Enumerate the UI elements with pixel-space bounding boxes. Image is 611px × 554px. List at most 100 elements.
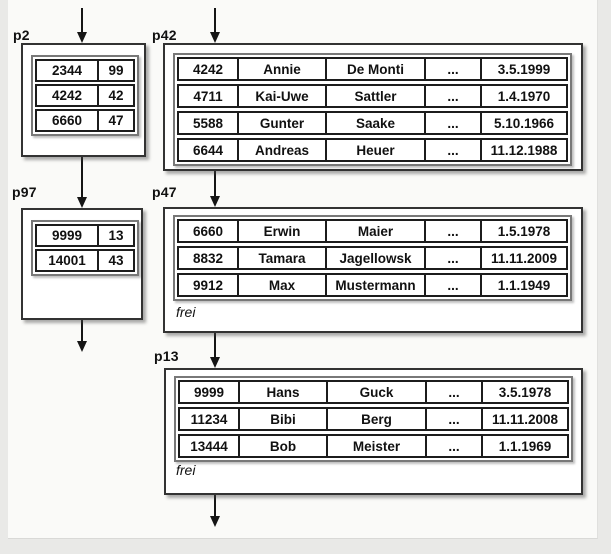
page-box-p13: 9999 Hans Guck ... 3.5.1978 11234 Bibi B… (164, 368, 583, 495)
data-table-p42: 4242 Annie De Monti ... 3.5.1999 4711 Ka… (173, 53, 572, 166)
table-cell: 4711 (179, 86, 237, 106)
table-row: 8832 Tamara Jagellowsk ... 11.11.2009 (177, 246, 568, 270)
arrow-head-icon (210, 357, 220, 368)
table-cell: 8832 (179, 248, 237, 268)
table-cell: 99 (97, 61, 133, 80)
table-cell: Meister (326, 436, 425, 456)
table-cell: 9912 (179, 275, 237, 295)
table-cell: 6660 (179, 221, 237, 241)
table-cell: Max (237, 275, 325, 295)
table-cell: 9999 (180, 382, 238, 402)
table-cell: ... (424, 140, 480, 160)
table-cell: 5588 (179, 113, 237, 133)
table-cell: 11234 (180, 409, 238, 429)
table-cell: 9999 (37, 226, 97, 245)
table-cell: Heuer (325, 140, 424, 160)
page-box-p2: 2344 99 4242 42 6660 47 (21, 43, 146, 157)
table-cell: Maier (325, 221, 424, 241)
arrow-head-icon (77, 32, 87, 43)
table-cell: 11.11.2008 (481, 409, 567, 429)
table-cell: Andreas (237, 140, 325, 160)
table-cell: 13444 (180, 436, 238, 456)
table-cell: ... (425, 436, 481, 456)
table-cell: 6644 (179, 140, 237, 160)
table-cell: Jagellowsk (325, 248, 424, 268)
table-row: 5588 Gunter Saake ... 5.10.1966 (177, 111, 568, 135)
table-row: 9999 Hans Guck ... 3.5.1978 (178, 380, 569, 404)
table-cell: 47 (97, 111, 133, 130)
table-cell: ... (425, 382, 481, 402)
page-box-p47: 6660 Erwin Maier ... 1.5.1978 8832 Tamar… (163, 207, 583, 333)
table-cell: Mustermann (325, 275, 424, 295)
table-cell: 1.4.1970 (480, 86, 566, 106)
table-cell: ... (424, 221, 480, 241)
arrow-head-icon (77, 341, 87, 352)
table-cell: Guck (326, 382, 425, 402)
arrow-head-icon (210, 516, 220, 527)
table-cell: ... (424, 59, 480, 79)
table-cell: Tamara (237, 248, 325, 268)
arrow-line (214, 495, 216, 517)
table-row: 4711 Kai-Uwe Sattler ... 1.4.1970 (177, 84, 568, 108)
free-space-label: frei (176, 304, 196, 320)
arrow-head-icon (210, 196, 220, 207)
table-cell: ... (424, 113, 480, 133)
table-cell: ... (424, 248, 480, 268)
table-cell: 43 (97, 251, 133, 270)
table-cell: 4242 (37, 86, 97, 105)
page-label-p2: p2 (13, 27, 30, 43)
table-row: 6644 Andreas Heuer ... 11.12.1988 (177, 138, 568, 162)
arrow-head-icon (77, 197, 87, 208)
table-cell: Sattler (325, 86, 424, 106)
table-row: 4242 Annie De Monti ... 3.5.1999 (177, 57, 568, 81)
table-cell: 42 (97, 86, 133, 105)
table-cell: ... (424, 86, 480, 106)
arrow-head-icon (210, 32, 220, 43)
table-cell: Kai-Uwe (237, 86, 325, 106)
table-row: 6660 47 (35, 109, 135, 132)
page-label-p47: p47 (152, 184, 177, 200)
table-row: 11234 Bibi Berg ... 11.11.2008 (178, 407, 569, 431)
table-cell: Annie (237, 59, 325, 79)
table-cell: 3.5.1999 (480, 59, 566, 79)
arrow-line (81, 8, 83, 33)
table-cell: ... (425, 409, 481, 429)
table-cell: Erwin (237, 221, 325, 241)
page-label-p13: p13 (154, 348, 179, 364)
table-row: 6660 Erwin Maier ... 1.5.1978 (177, 219, 568, 243)
index-table-p2: 2344 99 4242 42 6660 47 (31, 55, 139, 136)
page-label-p97: p97 (12, 184, 37, 200)
table-cell: Gunter (237, 113, 325, 133)
table-cell: Bob (238, 436, 326, 456)
table-cell: 1.1.1969 (481, 436, 567, 456)
table-row: 14001 43 (35, 249, 135, 272)
table-row: 4242 42 (35, 84, 135, 107)
arrow-line (81, 320, 83, 342)
table-cell: 4242 (179, 59, 237, 79)
data-table-p47: 6660 Erwin Maier ... 1.5.1978 8832 Tamar… (173, 215, 572, 301)
table-cell: 3.5.1978 (481, 382, 567, 402)
index-table-p97: 9999 13 14001 43 (31, 220, 139, 276)
data-table-p13: 9999 Hans Guck ... 3.5.1978 11234 Bibi B… (174, 376, 573, 462)
table-cell: 6660 (37, 111, 97, 130)
table-cell: Saake (325, 113, 424, 133)
table-cell: 1.1.1949 (480, 275, 566, 295)
table-cell: 13 (97, 226, 133, 245)
arrow-line (81, 157, 83, 197)
table-row: 13444 Bob Meister ... 1.1.1969 (178, 434, 569, 458)
table-cell: 11.12.1988 (480, 140, 566, 160)
table-row: 9999 13 (35, 224, 135, 247)
table-cell: Berg (326, 409, 425, 429)
table-row: 9912 Max Mustermann ... 1.1.1949 (177, 273, 568, 297)
arrow-line (214, 170, 216, 197)
arrow-line (214, 333, 216, 358)
table-cell: Hans (238, 382, 326, 402)
table-cell: Bibi (238, 409, 326, 429)
table-row: 2344 99 (35, 59, 135, 82)
table-cell: 2344 (37, 61, 97, 80)
table-cell: 14001 (37, 251, 97, 270)
page-box-p97: 9999 13 14001 43 (21, 208, 143, 320)
table-cell: De Monti (325, 59, 424, 79)
table-cell: ... (424, 275, 480, 295)
